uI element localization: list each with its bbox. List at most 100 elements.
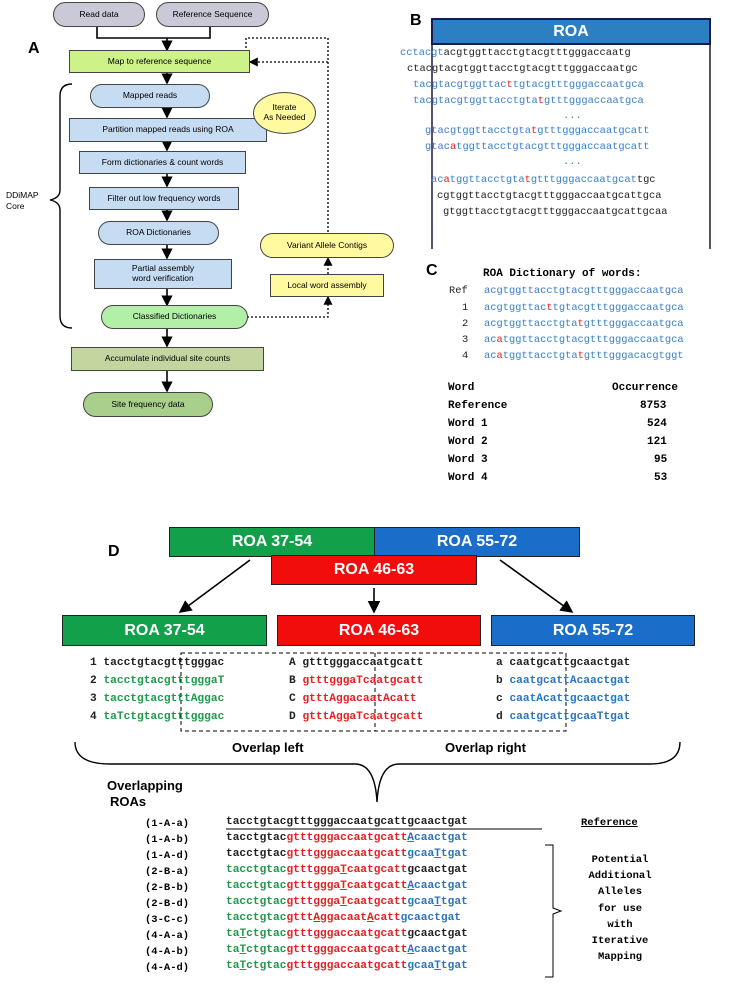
dict-seq-3: acatggttacctgtacgtttgggaccaatgca <box>484 334 684 346</box>
mid-word-b: B gtttgggaTcaatgcatt <box>289 675 424 687</box>
potential-alleles-label: Potential Additional Alleles for use wit… <box>570 852 670 965</box>
partial-assembly-line1: Partial assembly <box>131 263 195 274</box>
top-roa-46-63: ROA 46-63 <box>271 555 477 585</box>
dictionary-title: ROA Dictionary of words: <box>483 268 642 280</box>
allele-seq-4: tacctgtacgtttgggaTcaatgcattAcaactgat <box>226 880 468 892</box>
potential-line-3: for use <box>597 902 643 915</box>
allele-seq-6: tacctgtacgtttAggacaatAcattgcaactgat <box>226 912 462 924</box>
seq-b-8: cgtggttacctgtacgtttgggaccaatgcattgca <box>437 190 662 202</box>
dots-b-2: ... <box>563 156 582 168</box>
overlap-left-label: Overlap left <box>232 740 304 755</box>
word-name-4: Word 4 <box>448 472 488 484</box>
seq-b-9: gtggttacctgtacgtttgggaccaatgcattgcaa <box>443 206 668 218</box>
seq-b-1: cctacgtacgtggttacctgtacgtttgggaccaatg <box>400 47 631 59</box>
seq-b-4: tacgtacgtggttacctgtatgtttgggaccaatgca <box>413 95 644 107</box>
dots-b-1: ... <box>563 110 582 122</box>
combo-label-8: (4-A-b) <box>145 946 190 958</box>
word-name-2: Word 2 <box>448 436 488 448</box>
panel-label-c: C <box>426 262 438 279</box>
right-word-c: c caatAcattgcaactgat <box>496 693 631 705</box>
combo-label-3: (2-B-a) <box>145 866 190 878</box>
combo-label-5: (2-B-d) <box>145 898 190 910</box>
potential-line-1: Additional <box>588 870 652 883</box>
panel-label-a: A <box>28 40 40 57</box>
word-count-1: 524 <box>647 418 667 430</box>
word-name-1: Word 1 <box>448 418 488 430</box>
overlap-right-label: Overlap right <box>445 740 526 755</box>
combo-label-6: (3-C-c) <box>145 914 190 926</box>
reference-sequence-node: Reference Sequence <box>156 2 269 27</box>
allele-seq-0: tacctgtacgtttgggaccaatgcattgcaactgat <box>226 816 468 828</box>
bar-roa-46-63: ROA 46-63 <box>277 615 481 646</box>
seq-b-7: acatggttacctgtatgtttgggaccaatgcattgc <box>431 174 656 186</box>
allele-seq-9: taTctgtacgtttgggaccaatgcattgcaaTtgat <box>226 960 468 972</box>
right-word-b: b caatgcattAcaactgat <box>496 675 631 687</box>
combo-label-4: (2-B-b) <box>145 882 190 894</box>
dict-label-2: 2 <box>462 318 469 330</box>
word-name-0: Reference <box>448 400 508 412</box>
potential-line-0: Potential <box>591 854 649 866</box>
allele-seq-2: tacctgtacgtttgggaccaatgcattgcaaTtgat <box>226 848 468 860</box>
accumulate-node: Accumulate individual site counts <box>71 347 264 371</box>
panel-label-b: B <box>410 12 422 29</box>
allele-seq-1: tacctgtacgtttgggaccaatgcattAcaactgat <box>226 832 468 844</box>
dict-seq-2: acgtggttacctgtatgtttgggaccaatgca <box>484 318 684 330</box>
top-roa-55-72: ROA 55-72 <box>374 527 580 557</box>
word-col-header: Word <box>448 382 475 394</box>
word-count-2: 121 <box>647 436 667 448</box>
word-count-0: 8753 <box>640 400 667 412</box>
bar-roa-37-54: ROA 37-54 <box>62 615 267 646</box>
dict-label-3: 3 <box>462 334 469 346</box>
potential-line-2: Alleles <box>597 886 643 899</box>
read-data-node: Read data <box>53 2 145 27</box>
core-label-line2: Core <box>6 201 25 212</box>
left-word-1: 1 tacctgtacgtttgggac <box>90 657 225 669</box>
word-count-3: 95 <box>654 454 668 466</box>
allele-seq-5: tacctgtacgtttgggaTcaatgcattgcaaTtgat <box>226 896 468 908</box>
overlapping-roas-label: Overlapping ROAs <box>107 778 183 811</box>
local-word-assembly-node: Local word assembly <box>270 274 384 297</box>
iterate-line1: Iterate <box>272 102 297 113</box>
overlapping-line2: ROAs <box>110 794 147 810</box>
mid-word-a: A gtttgggaccaatgcatt <box>289 657 424 669</box>
allele-seq-3: tacctgtacgtttgggaTcaatgcattgcaactgat <box>226 864 468 876</box>
dict-seq-1: acgtggttacttgtacgtttgggaccaatgca <box>484 302 684 314</box>
seq-b-3: tacgtacgtggttacttgtacgtttgggaccaatgca <box>413 79 644 91</box>
panel-label-d: D <box>108 543 120 560</box>
variant-allele-contigs-node: Variant Allele Contigs <box>260 233 394 258</box>
flowchart-connectors <box>49 26 333 393</box>
classified-dictionaries-node: Classified Dictionaries <box>101 305 248 329</box>
left-word-2: 2 tacctgtacgtttgggaT <box>90 675 225 687</box>
bar-roa-55-72: ROA 55-72 <box>491 615 695 646</box>
right-word-a: a caatgcattgcaactgat <box>496 657 631 669</box>
partial-assembly-node: Partial assembly word verification <box>94 259 232 289</box>
filter-node: Filter out low frequency words <box>89 187 239 210</box>
combo-label-0: (1-A-a) <box>145 818 190 830</box>
left-word-3: 3 tacctgtacgtttAggac <box>90 693 225 705</box>
right-word-d: d caatgcattgcaaTtgat <box>496 711 631 723</box>
occurrence-col-header: Occurrence <box>612 382 679 394</box>
iterate-line2: As Needed <box>263 112 306 122</box>
overlapping-line1: Overlapping <box>107 778 183 793</box>
seq-b-5: gtacgtggttacctgtatgtttgggaccaatgcatt <box>425 125 650 137</box>
dict-label-4: 4 <box>462 350 469 362</box>
allele-seq-7: taTctgtacgtttgggaccaatgcattgcaactgat <box>226 928 468 940</box>
core-label-line1: DDiMAP <box>6 190 39 200</box>
iterate-node: Iterate As Needed <box>253 92 316 134</box>
roa-window-lines <box>431 44 711 249</box>
mid-word-d: D gtttAggaTcaatgcatt <box>289 711 424 723</box>
combo-label-1: (1-A-b) <box>145 834 190 846</box>
potential-line-6: Mapping <box>597 951 643 964</box>
dict-label-1: 1 <box>462 302 469 314</box>
roa-dictionaries-node: ROA Dictionaries <box>98 221 219 245</box>
partial-assembly-line2: word verification <box>132 273 194 283</box>
seq-b-2: ctacgtacgtggttacctgtacgtttgggaccaatgc <box>407 63 638 75</box>
dict-seq-4: acatggttacctgtatgtttgggacacgtggt <box>484 350 684 362</box>
form-dictionaries-node: Form dictionaries & count words <box>79 151 246 174</box>
core-label: DDiMAP Core <box>6 190 39 212</box>
combo-label-2: (1-A-d) <box>145 850 190 862</box>
combo-label-9: (4-A-d) <box>145 962 190 974</box>
dict-label-ref: Ref <box>449 285 468 297</box>
site-frequency-node: Site frequency data <box>83 392 213 417</box>
